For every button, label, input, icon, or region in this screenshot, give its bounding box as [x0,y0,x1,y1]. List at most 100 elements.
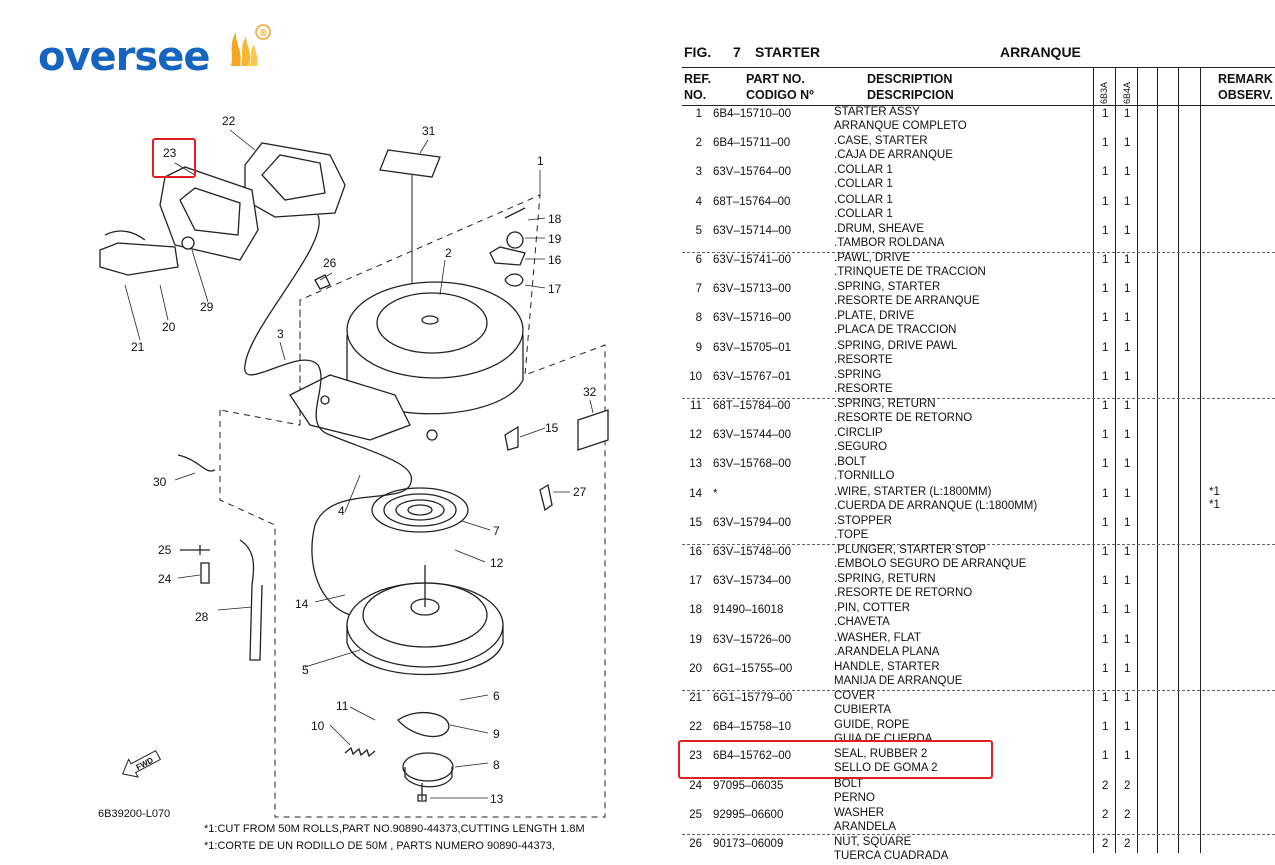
group-separator [682,398,1275,399]
row-23-highlight [678,740,993,779]
part-number: 6B4–15758–10 [713,721,792,734]
description-es: .ARANDELA PLANA [834,645,940,658]
description-es: .COLLAR 1 [834,207,893,220]
description-en: .CIRCLIP [834,427,883,440]
qty-6b3a: 1 [1102,429,1109,442]
ref-no: 1 [695,108,702,120]
ref-no: 3 [695,166,702,179]
svg-text:31: 31 [422,124,436,138]
figure-title-es: ARRANQUE [1000,44,1081,60]
figure-title-en: STARTER [755,44,821,60]
qty-6b4a: 1 [1124,283,1131,296]
qty-6b4a: 1 [1124,575,1131,588]
description-es: CUBIERTA [834,704,892,716]
description-en: .WIRE, STARTER (L:1800MM) [834,485,992,498]
qty-6b3a: 1 [1102,750,1109,763]
part-number: 92995–06600 [713,808,784,821]
part-number: 63V–15767–01 [713,370,792,383]
svg-text:26: 26 [323,256,337,270]
col-rule [1115,67,1116,853]
figure-label: FIG. [684,44,712,60]
description-es: .RESORTE [834,382,893,395]
description-en: .PLUNGER, STARTER STOP [834,544,987,556]
qty-6b3a: 1 [1102,370,1109,383]
qty-6b3a: 1 [1102,458,1109,471]
qty-6b4a: 2 [1124,808,1131,821]
ref-no: 17 [689,575,702,588]
header-model-6b3a: 6B3A [1099,81,1109,104]
description-es: .COLLAR 1 [834,178,893,191]
description-es: PERNO [834,791,875,804]
svg-text:20: 20 [162,320,176,334]
qty-6b3a: 1 [1102,575,1109,588]
description-en: .PAWL, DRIVE [834,252,911,264]
svg-text:1: 1 [537,154,544,168]
ref-no: 11 [690,400,702,412]
footnote-en: *1:CUT FROM 50M ROLLS,PART NO.90890-4437… [204,823,585,835]
description-es: SELLO DE GOMA 2 [834,762,938,775]
qty-6b4a: 1 [1124,721,1131,734]
qty-6b3a: 1 [1102,137,1109,150]
description-es: .TAMBOR ROLDANA [834,236,945,249]
ref-no: 6 [695,254,702,266]
part-number: 6G1–15755–00 [713,662,793,675]
ref-no: 9 [695,341,702,354]
logo-flame-icon: ® [231,24,271,66]
description-en: BOLT [834,777,864,790]
ref-no: 13 [689,458,702,471]
svg-text:21: 21 [131,340,145,354]
col-rule [1137,67,1138,853]
description-es: .CUERDA DE ARRANQUE (L:1800MM) [834,499,1038,512]
ref-no: 5 [695,224,702,237]
ref-no: 20 [689,662,702,675]
svg-text:12: 12 [490,556,504,570]
qty-6b3a: 2 [1102,808,1109,821]
description-es: GUIA DE CUERDA [834,733,933,746]
qty-6b4a: 1 [1124,692,1131,704]
callout-23-highlight [152,138,196,178]
qty-6b3a: 1 [1102,692,1109,704]
svg-text:32: 32 [583,385,597,399]
description-es: .CAJA DE ARRANQUE [834,149,953,162]
svg-text:14: 14 [295,597,309,611]
ref-no: 21 [689,692,702,704]
exploded-parts-diagram: 1 2 3 4 5 6 7 8 9 10 11 12 13 14 15 16 1… [99,114,609,818]
description-es: .RESORTE DE ARRANQUE [834,295,980,308]
qty-6b4a: 1 [1124,546,1131,558]
part-number: 63V–15794–00 [713,516,792,529]
qty-6b4a: 1 [1124,662,1131,675]
qty-6b3a: 1 [1102,224,1109,237]
description-en: .STOPPER [834,514,892,527]
description-es: .RESORTE [834,353,893,366]
svg-text:27: 27 [573,485,587,499]
part-number: 63V–15748–00 [713,546,792,558]
ref-no: 4 [695,195,702,208]
svg-text:16: 16 [548,253,562,267]
ref-no: 2 [695,137,702,150]
qty-6b4a: 1 [1124,370,1131,383]
description-en: .SPRING, DRIVE PAWL [834,339,958,352]
qty-6b3a: 2 [1102,838,1109,850]
qty-6b4a: 1 [1124,633,1131,646]
svg-text:9: 9 [493,727,500,741]
description-es: .TOPE [834,528,869,541]
description-en: .PIN, COTTER [834,602,911,615]
description-en: .WASHER, FLAT [834,631,921,644]
qty-6b4a: 1 [1124,166,1131,179]
svg-text:18: 18 [548,212,562,226]
qty-6b4a: 1 [1124,312,1131,325]
description-es: .TORNILLO [834,470,895,483]
part-number: 91490–16018 [713,604,784,617]
svg-text:2: 2 [445,246,452,260]
header-bottom-rule [682,105,1275,106]
group-separator [682,252,1275,253]
part-number: 63V–15744–00 [713,429,792,442]
